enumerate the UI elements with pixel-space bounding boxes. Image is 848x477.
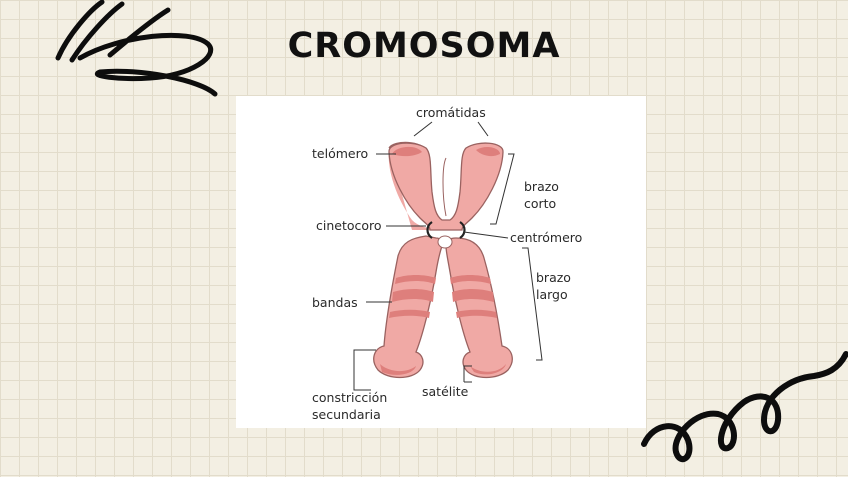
label-brazo-corto-2: corto (524, 196, 556, 211)
label-satelite: satélite (422, 384, 469, 399)
label-brazo-largo-1: brazo (536, 270, 571, 285)
kinetochore-left (426, 221, 433, 239)
label-constriccion-2: secundaria (312, 407, 381, 422)
label-brazo-largo-2: largo (536, 287, 568, 302)
leader-lines (353, 121, 543, 391)
scribble-top-left-icon (55, 0, 218, 97)
label-cinetocoro: cinetocoro (316, 218, 382, 233)
upper-arms (388, 142, 504, 231)
lower-arms (373, 235, 513, 379)
label-centromero: centrómero (510, 230, 582, 245)
label-constriccion-1: constricción (312, 390, 387, 405)
loops-bottom-right-icon (641, 351, 848, 463)
label-cromatidas: cromátidas (416, 105, 486, 120)
label-telomero: telómero (312, 146, 368, 161)
chromosome-diagram: cromátidas telómero brazo corto cinetoco… (236, 96, 646, 428)
label-brazo-corto-1: brazo (524, 179, 559, 194)
page-title: CROMOSOMA (287, 26, 561, 66)
kinetochore-right (459, 221, 466, 239)
label-bandas: bandas (312, 295, 358, 310)
